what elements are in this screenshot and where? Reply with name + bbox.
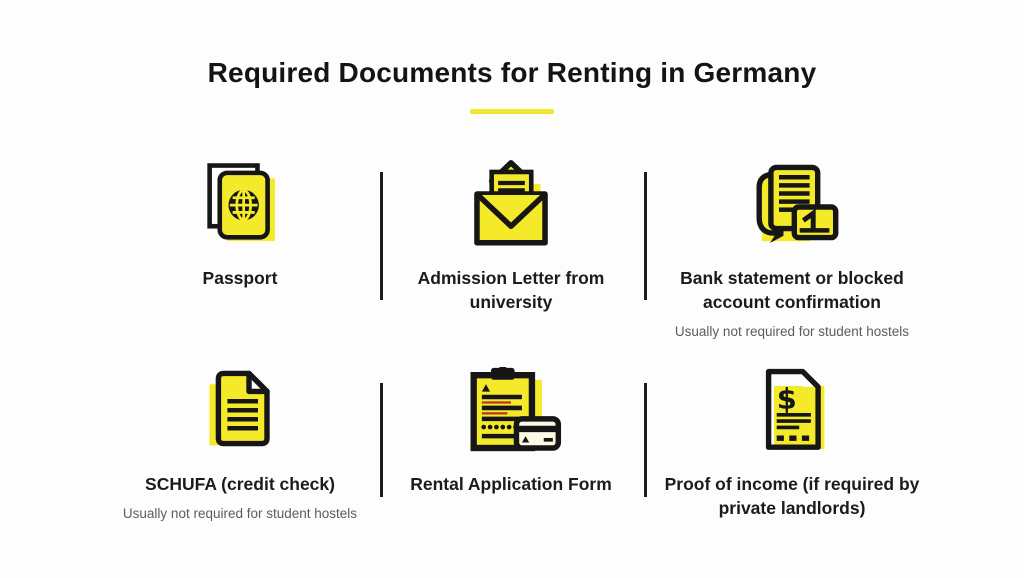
- item-proof-of-income: $ Proof of income (if required by privat…: [642, 366, 942, 520]
- item-label: SCHUFA (credit check): [145, 474, 335, 494]
- passport-icon: [194, 160, 286, 252]
- item-bank-statement: Bank statement or blocked account confir…: [642, 160, 942, 340]
- item-schufa: SCHUFA (credit check) Usually not requir…: [100, 366, 380, 522]
- proof-of-income-icon: $: [747, 366, 837, 458]
- bank-statement-icon: [742, 160, 843, 252]
- schufa-document-icon: [195, 366, 285, 458]
- page-title: Required Documents for Renting in German…: [207, 57, 817, 88]
- column-divider: [380, 172, 383, 300]
- item-note: Usually not required for student hostels: [122, 506, 358, 521]
- item-label: Passport: [202, 268, 278, 288]
- column-divider: [644, 172, 647, 300]
- item-label: Rental Application Form: [410, 474, 612, 494]
- admission-letter-icon: [465, 160, 557, 252]
- svg-text:$: $: [777, 382, 797, 416]
- rental-application-form-icon: [460, 366, 562, 458]
- item-admission-letter: Admission Letter from university: [371, 160, 651, 314]
- column-divider: [644, 383, 647, 497]
- column-divider: [380, 383, 383, 497]
- item-label: Bank statement or blocked account confir…: [680, 268, 904, 312]
- item-rental-application-form: Rental Application Form: [371, 366, 651, 496]
- item-passport: Passport: [100, 160, 380, 290]
- item-label: Proof of income (if required by private …: [664, 474, 920, 518]
- item-note: Usually not required for student hostels: [674, 324, 910, 339]
- item-label: Admission Letter from university: [417, 268, 605, 312]
- title-underline-accent: [470, 109, 554, 114]
